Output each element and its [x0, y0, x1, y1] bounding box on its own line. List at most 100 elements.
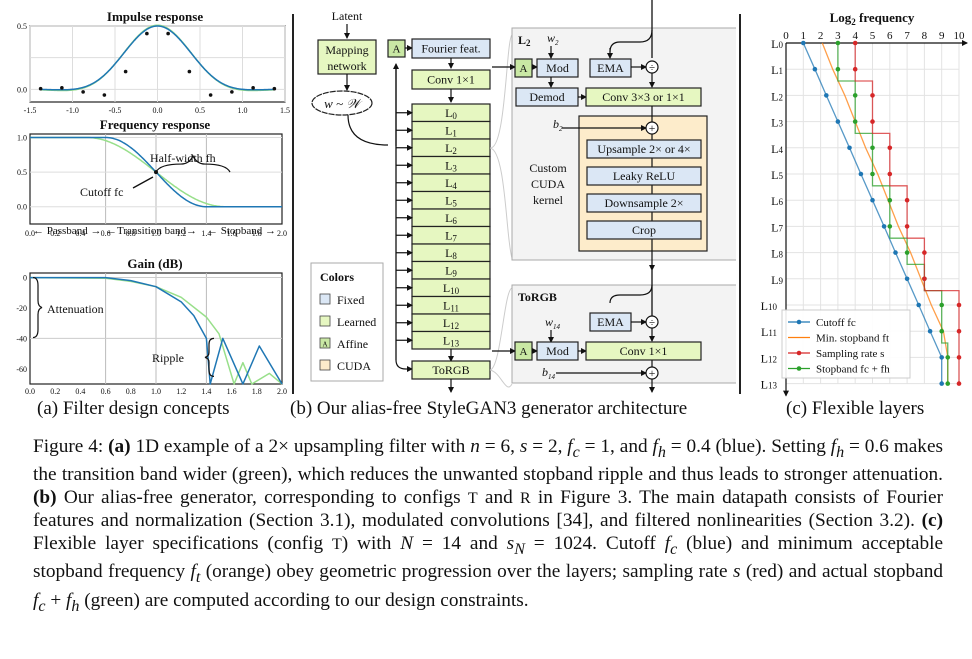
chart-c-title: Log2 frequency	[830, 10, 915, 27]
series-point	[852, 93, 858, 98]
affine-box-label: A	[393, 44, 401, 56]
b2-label: b	[553, 117, 559, 131]
legend-marker	[796, 319, 802, 325]
series-point	[945, 355, 951, 360]
series-point	[904, 224, 910, 229]
x-tick-label: 2	[818, 30, 824, 42]
layer-tick-label: L2	[771, 89, 783, 103]
cuda-op-box-1: Leaky ReLU	[586, 166, 702, 186]
torgb-branch-curve	[395, 359, 407, 370]
divider-right	[739, 14, 741, 394]
layer-tick-label: L13	[761, 378, 778, 392]
x-tick-label: 1.4	[201, 387, 211, 396]
series-point	[812, 66, 818, 72]
legend-title: Colors	[320, 270, 354, 284]
layer-tick-label: L10	[761, 299, 778, 313]
l2-affine-box-label: A	[520, 63, 528, 75]
impulse-sample-point	[145, 31, 149, 36]
legend-item-label: CUDA	[337, 359, 371, 373]
layer-tick-label: L7	[771, 220, 783, 234]
x-tick-label: 0.0	[153, 106, 163, 115]
series-point	[922, 250, 927, 255]
series-point	[904, 276, 910, 282]
series-point	[870, 93, 875, 98]
stopband-label: ← Stopband →	[207, 225, 276, 237]
ripple-label: Ripple	[152, 351, 184, 365]
series-point	[887, 145, 893, 151]
x-tick-label: 1	[801, 30, 807, 42]
x-tick-label: 0.6	[101, 387, 111, 396]
mapping-network-box-rect	[317, 39, 377, 75]
w-space-label: w ~ 𝒲	[324, 96, 363, 111]
impulse-sample-point	[230, 90, 234, 94]
attenuation-brace	[32, 276, 43, 339]
l2-demod-box: Demod	[515, 87, 579, 107]
torgb-add-icon: +	[649, 366, 656, 380]
attenuation-label: Attenuation	[47, 302, 104, 316]
legend-item-label: Learned	[337, 315, 376, 329]
x-tick-label: 2.0	[277, 387, 287, 396]
x-tick-label: 0.0	[25, 387, 35, 396]
layer-tick-label: L8	[771, 247, 783, 261]
cuda-op-box-3-rect	[586, 220, 702, 240]
series-line-cutoff	[802, 42, 943, 384]
torgb-ema-box-label: EMA	[597, 315, 624, 329]
cuda-op-box-1-rect	[586, 166, 702, 186]
x-tick-label: 1.0	[151, 387, 161, 396]
series-point	[904, 197, 910, 203]
legend-swatch	[319, 315, 331, 327]
torgb-box: ToRGB	[411, 360, 491, 380]
torgb-affine-box-label: A	[520, 346, 528, 358]
x-tick-label: 1.6	[227, 387, 237, 396]
cutoff-pointer	[132, 176, 154, 189]
legend-item-label: Affine	[337, 337, 368, 351]
series-point	[847, 145, 852, 151]
torgb-affine-box: A	[514, 341, 533, 361]
latent-label: Latent	[332, 9, 363, 23]
x-tick-label: 1.2	[176, 387, 186, 396]
torgb-title: ToRGB	[518, 290, 557, 304]
x-tick-label: 1.8	[252, 387, 262, 396]
impulse-sample-point	[81, 90, 85, 94]
w2-subscript: 2	[555, 39, 559, 47]
x-tick-label: 8	[922, 30, 928, 42]
legend-marker	[796, 350, 802, 356]
series-point	[835, 66, 841, 72]
mapping-label-2: network	[327, 59, 366, 73]
x-tick-label: -1.0	[66, 106, 79, 115]
series-point	[835, 40, 841, 46]
series-point	[801, 40, 806, 46]
gain-line-green	[29, 276, 283, 385]
legend-affine-glyph: A	[322, 341, 327, 349]
series-point	[881, 224, 887, 229]
panel-c-caption: (c) Flexible layers	[786, 398, 925, 419]
impulse-sample-point	[208, 93, 213, 97]
x-tick-label: 9	[939, 30, 945, 42]
y-tick-label: 0.0	[17, 203, 27, 212]
y-tick-label: 0	[23, 274, 27, 283]
series-point	[858, 171, 864, 177]
w-space-cloud	[311, 90, 373, 116]
l2-affine-box: A	[514, 58, 533, 78]
torgb-conv-box-label: Conv 1×1	[620, 344, 668, 358]
legend-label: Min. stopband ft	[816, 333, 889, 345]
layer-tick-label: L5	[771, 168, 783, 182]
b2-subscript: 2	[559, 125, 563, 133]
l2-mod-box: Mod	[536, 58, 579, 78]
series-line-stopband	[837, 43, 949, 384]
figure-caption: Figure 4: (a) 1D example of a 2× upsampl…	[33, 436, 944, 615]
series-point	[824, 93, 829, 98]
x-tick-label: -0.5	[109, 106, 122, 115]
series-point	[893, 250, 898, 255]
series-point	[945, 381, 951, 386]
series-point	[870, 197, 875, 203]
legend-swatch	[319, 359, 331, 371]
impulse-line-blue	[40, 25, 275, 91]
series-point	[939, 381, 944, 386]
panel-b-caption: (b) Our alias-free StyleGAN3 generator a…	[290, 398, 688, 419]
cuda-op-box-1-label: Leaky ReLU	[613, 169, 676, 183]
